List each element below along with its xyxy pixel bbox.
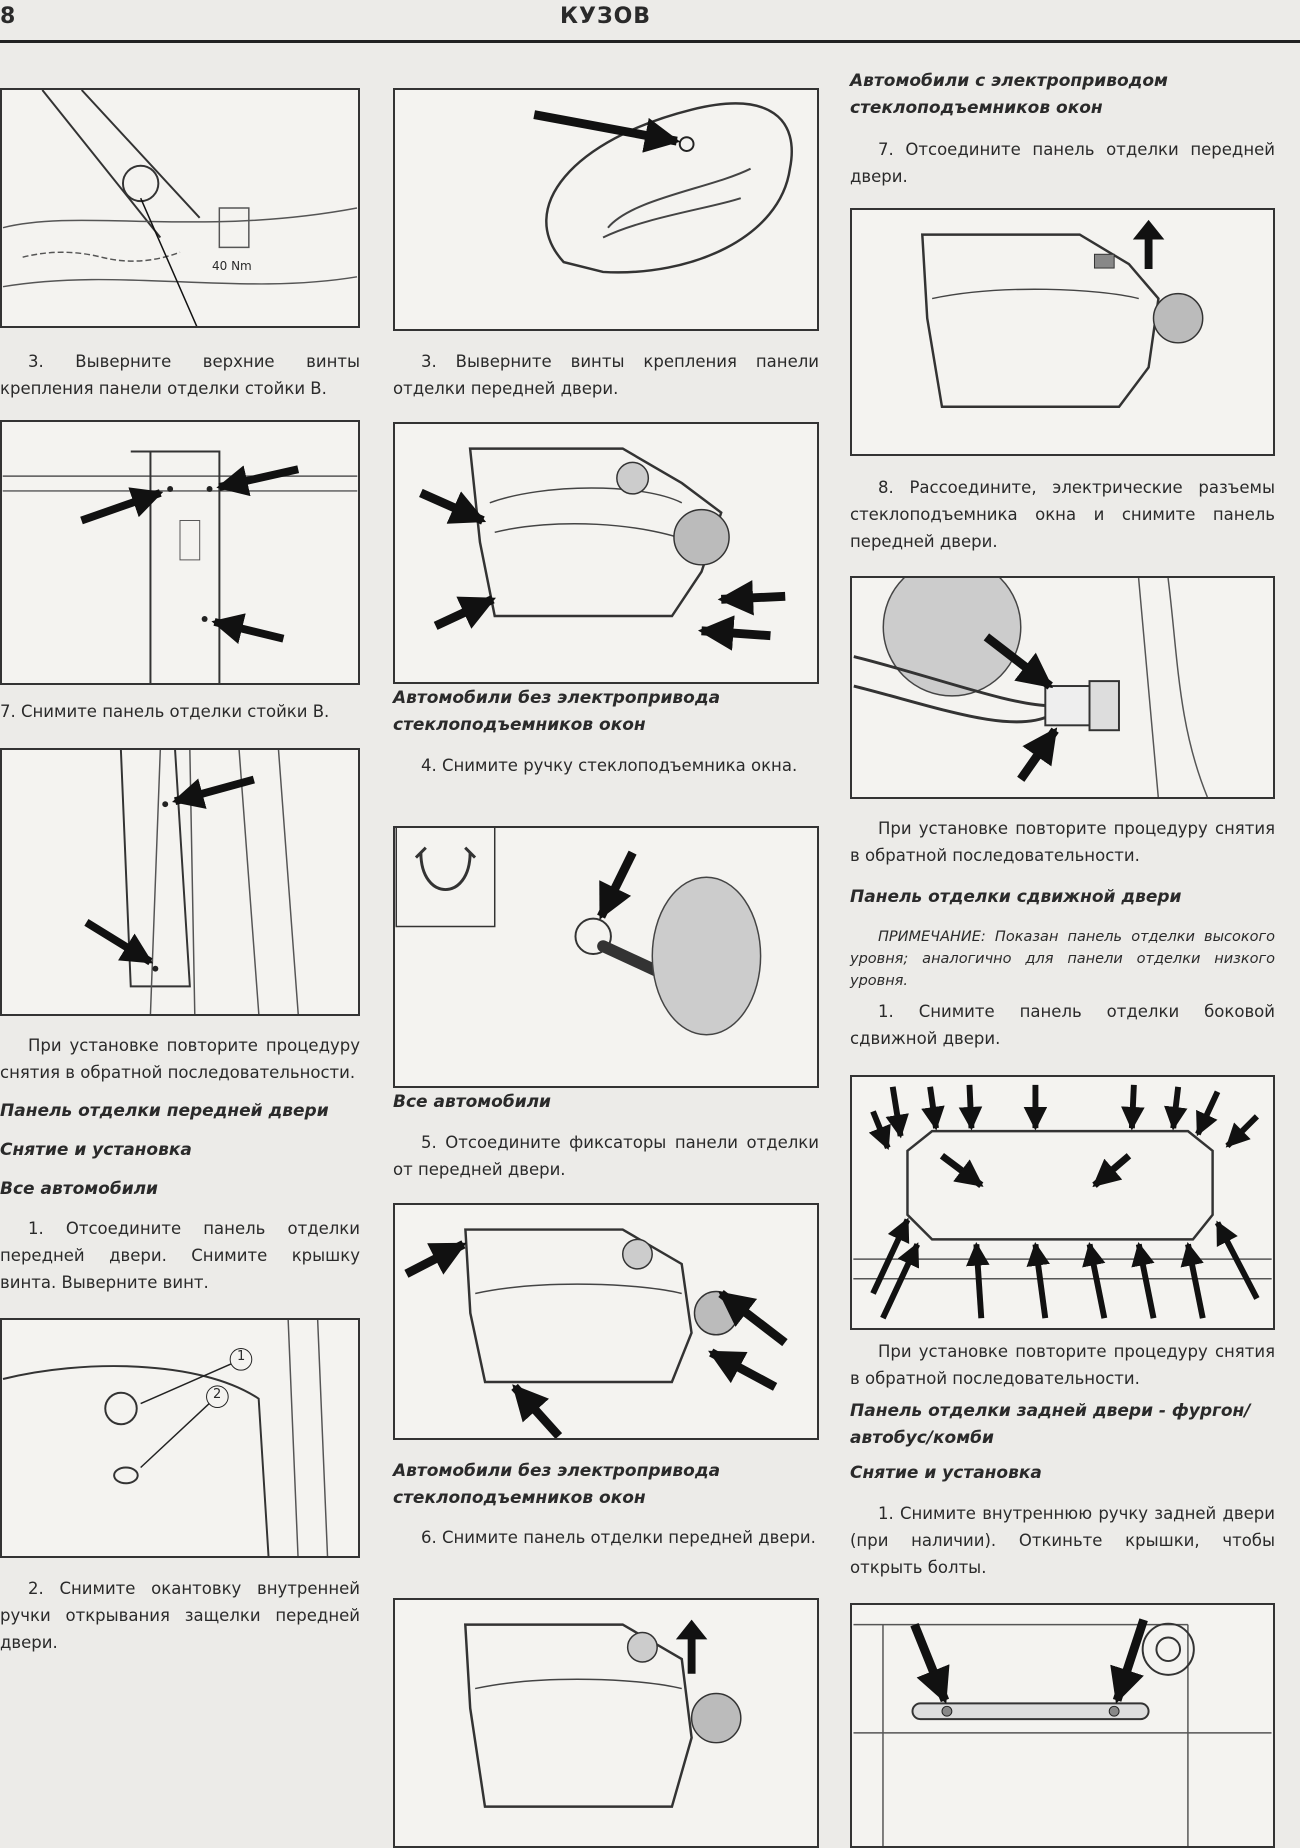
text-c3-step7: 7. Отсоедините панель отделки передней д… bbox=[850, 140, 1275, 186]
note-c3-high-level: ПРИМЕЧАНИЕ: Показан панель отделки высок… bbox=[850, 929, 1275, 989]
text-c3-sliding-install: При установке повторите процедуру снятия… bbox=[850, 1342, 1275, 1388]
text-c3-install: При установке повторите процедуру снятия… bbox=[850, 819, 1275, 865]
text-c3-step8: 8. Рассоедините, электрические разъемы с… bbox=[850, 478, 1275, 551]
heading-c1-all-cars: Все автомобили bbox=[0, 1179, 158, 1199]
text-c1-install: При установке повторите процедуру снятия… bbox=[0, 1036, 360, 1082]
page-title: КУЗОВ bbox=[560, 4, 652, 29]
callout-1: 1 bbox=[237, 1349, 246, 1364]
heading-c2-no-power-windows-2: Автомобили без электропривода стеклоподъ… bbox=[393, 1461, 721, 1508]
figure-b-pillar-remove bbox=[0, 748, 360, 1016]
text-c3-rear-step1: 1. Снимите внутреннюю ручку задней двери… bbox=[850, 1504, 1275, 1577]
callout-2: 2 bbox=[213, 1387, 222, 1402]
text-c1-step1: 1. Отсоедините панель отделки передней д… bbox=[0, 1219, 360, 1292]
figure-panel-remove bbox=[393, 1598, 819, 1848]
heading-c3-sliding-door: Панель отделки сдвижной двери bbox=[850, 887, 1182, 907]
figure-panel-clips bbox=[393, 1203, 819, 1440]
torque-label: 40 Nm bbox=[212, 259, 252, 273]
text-c1-step: 3. Выверните верхние винты крепления пан… bbox=[0, 352, 360, 398]
header-rule bbox=[0, 40, 1300, 43]
figure-power-door-panel bbox=[850, 208, 1275, 456]
figure-window-crank bbox=[393, 826, 819, 1088]
figure-door-handle-screw bbox=[393, 88, 819, 331]
heading-c1-front-door-panel: Панель отделки передней двери bbox=[0, 1101, 329, 1121]
figure-window-connectors bbox=[850, 576, 1275, 799]
page-number: 8 bbox=[0, 4, 16, 29]
text-c3-sliding-step1: 1. Снимите панель отделки боковой сдвижн… bbox=[850, 1002, 1275, 1048]
text-c2-step3: 3. Выверните винты крепления панели отде… bbox=[393, 352, 819, 398]
text-c2-step6: 6. Снимите панель отделки передней двери… bbox=[421, 1528, 816, 1547]
figure-b-pillar-upper bbox=[0, 88, 360, 328]
text-c1-remove-panel: 7. Снимите панель отделки стойки В. bbox=[0, 702, 330, 721]
figure-sliding-door-panel bbox=[850, 1075, 1275, 1330]
heading-c3-rear-door: Панель отделки задней двери - фургон/авт… bbox=[850, 1401, 1251, 1448]
heading-c2-no-power-windows: Автомобили без электропривода стеклоподъ… bbox=[393, 688, 721, 735]
heading-c2-all-cars: Все автомобили bbox=[393, 1092, 551, 1112]
heading-c1-removal: Снятие и установка bbox=[0, 1140, 192, 1160]
figure-door-panel-screws bbox=[393, 422, 819, 684]
figure-handle-trim bbox=[0, 1318, 360, 1558]
heading-c3-removal: Снятие и установка bbox=[850, 1463, 1042, 1483]
text-c2-step5: 5. Отсоедините фиксаторы панели отделки … bbox=[393, 1133, 819, 1179]
text-c1-step2: 2. Снимите окантовку внутренней ручки от… bbox=[0, 1579, 360, 1652]
figure-b-pillar-screws bbox=[0, 420, 360, 685]
figure-rear-door-handle bbox=[850, 1603, 1275, 1848]
text-c2-step4: 4. Снимите ручку стеклоподъемника окна. bbox=[421, 756, 798, 775]
page-header: 8 КУЗОВ bbox=[0, 0, 1300, 50]
heading-c3-power-windows: Автомобили с электроприводом стеклоподъе… bbox=[850, 71, 1168, 118]
